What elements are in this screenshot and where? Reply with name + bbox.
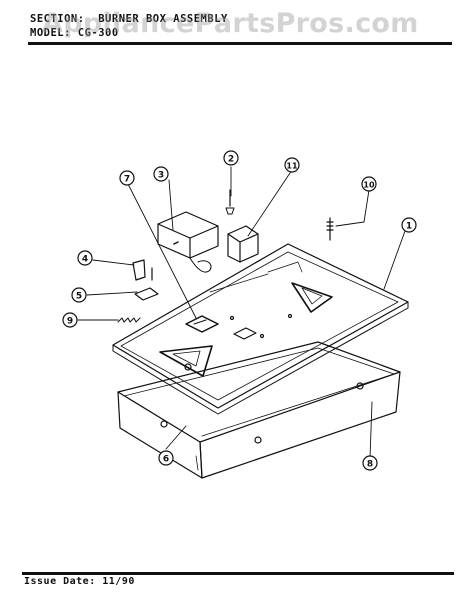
leader-lines — [77, 166, 406, 459]
callout-label-10: 10 — [363, 181, 375, 190]
bracket-5 — [134, 287, 159, 301]
callout-9 — [62, 312, 78, 328]
callout-5 — [71, 287, 87, 303]
callout-label-5: 5 — [76, 292, 82, 302]
burner-seat-right — [291, 282, 333, 313]
issue-value: 11/90 — [102, 576, 135, 587]
section-value: BURNER BOX ASSEMBLY — [98, 13, 228, 25]
panel-opening — [233, 327, 257, 340]
issue-label: Issue Date: — [24, 576, 96, 587]
callout-1 — [401, 217, 417, 233]
callout-label-11: 11 — [286, 162, 298, 171]
footer-rule — [22, 572, 454, 575]
callout-label-6: 6 — [163, 455, 169, 465]
header-rule — [28, 42, 452, 45]
pan-hole-icon — [160, 420, 168, 428]
model-label: MODEL: — [30, 27, 71, 39]
section-line: SECTION: BURNER BOX ASSEMBLY — [30, 12, 228, 26]
callout-label-7: 7 — [124, 175, 130, 185]
callout-label-1: 1 — [406, 222, 412, 232]
bracket-11 — [227, 225, 259, 263]
fitting-icon — [184, 363, 192, 371]
callout-10 — [361, 176, 377, 192]
callout-2 — [223, 150, 239, 166]
callout-11 — [284, 157, 300, 173]
spring-9 — [117, 317, 141, 323]
callout-4 — [77, 250, 93, 266]
callout-3 — [153, 166, 169, 182]
panel-bracket — [185, 315, 219, 333]
burner-seat-left — [159, 345, 213, 377]
callout-7 — [119, 170, 135, 186]
bracket-4 — [132, 259, 153, 281]
top-panel — [112, 243, 409, 415]
callout-label-9: 9 — [67, 317, 73, 327]
callout-8 — [362, 455, 378, 471]
callout-label-2: 2 — [228, 155, 234, 165]
diagram-header: SECTION: BURNER BOX ASSEMBLY MODEL: CG-3… — [30, 12, 228, 40]
model-line: MODEL: CG-300 — [30, 26, 228, 40]
screw-2 — [225, 189, 235, 215]
callout-6 — [158, 450, 174, 466]
callout-labels: 2 3 7 11 10 1 4 5 9 6 8 — [67, 155, 412, 470]
pan-hole-icon — [356, 382, 364, 390]
watermark: AppliancePartsPros.com — [42, 8, 419, 39]
callout-balloons — [62, 150, 417, 471]
electrode-10 — [326, 217, 334, 241]
callout-label-3: 3 — [158, 171, 164, 181]
callout-label-4: 4 — [82, 255, 88, 265]
issue-date: Issue Date: 11/90 — [24, 576, 135, 587]
spark-module — [157, 211, 219, 273]
section-label: SECTION: — [30, 13, 85, 25]
pan-hole-icon — [254, 436, 262, 444]
callout-label-8: 8 — [367, 460, 373, 470]
model-value: CG-300 — [77, 27, 119, 39]
